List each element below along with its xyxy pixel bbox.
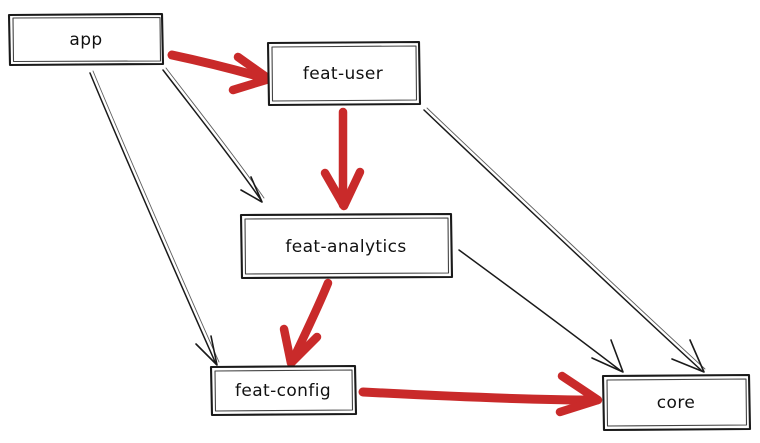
node-feat-user[interactable]: feat-user bbox=[266, 40, 422, 107]
edge-feat-user-to-feat-analytics[interactable] bbox=[320, 107, 365, 211]
node-label-feat-analytics: feat-analytics bbox=[285, 237, 406, 257]
node-feat-config[interactable]: feat-config bbox=[209, 364, 358, 417]
edge-app-to-feat-config[interactable] bbox=[89, 70, 220, 366]
node-app[interactable]: app bbox=[7, 12, 165, 67]
node-label-feat-user: feat-user bbox=[303, 64, 383, 84]
edge-app-to-feat-analytics[interactable] bbox=[162, 67, 265, 203]
edge-feat-config-to-core[interactable] bbox=[358, 371, 603, 417]
node-feat-analytics[interactable]: feat-analytics bbox=[239, 212, 454, 280]
node-label-feat-config: feat-config bbox=[235, 381, 331, 401]
edge-app-to-feat-user[interactable] bbox=[167, 50, 274, 95]
edge-feat-user-to-core[interactable] bbox=[423, 107, 706, 373]
edge-feat-analytics-to-core[interactable] bbox=[458, 249, 624, 373]
edge-feat-analytics-to-feat-config[interactable] bbox=[279, 278, 333, 368]
node-label-app: app bbox=[69, 30, 102, 50]
node-label-core: core bbox=[657, 393, 695, 413]
node-core[interactable]: core bbox=[601, 373, 752, 432]
